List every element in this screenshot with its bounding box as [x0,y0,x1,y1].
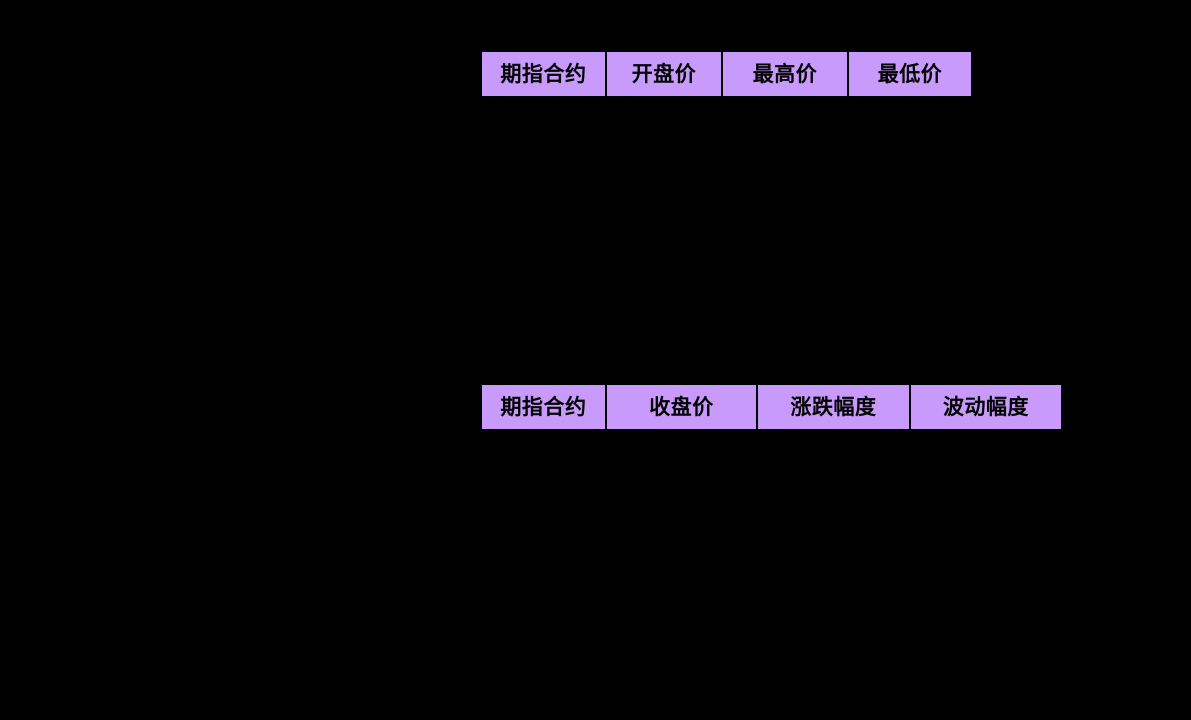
column-header-close-price[interactable]: 收盘价 [607,385,756,429]
column-header-open-price[interactable]: 开盘价 [607,52,721,96]
column-header-volatility-range[interactable]: 波动幅度 [911,385,1061,429]
open-prices-table-header: 期指合约 开盘价 最高价 最低价 [482,52,971,96]
column-header-change-percent[interactable]: 涨跌幅度 [758,385,909,429]
column-header-contract[interactable]: 期指合约 [482,52,605,96]
column-header-contract-2[interactable]: 期指合约 [482,385,605,429]
column-header-high-price[interactable]: 最高价 [723,52,847,96]
column-header-low-price[interactable]: 最低价 [849,52,971,96]
close-prices-table-header: 期指合约 收盘价 涨跌幅度 波动幅度 [482,385,1061,429]
